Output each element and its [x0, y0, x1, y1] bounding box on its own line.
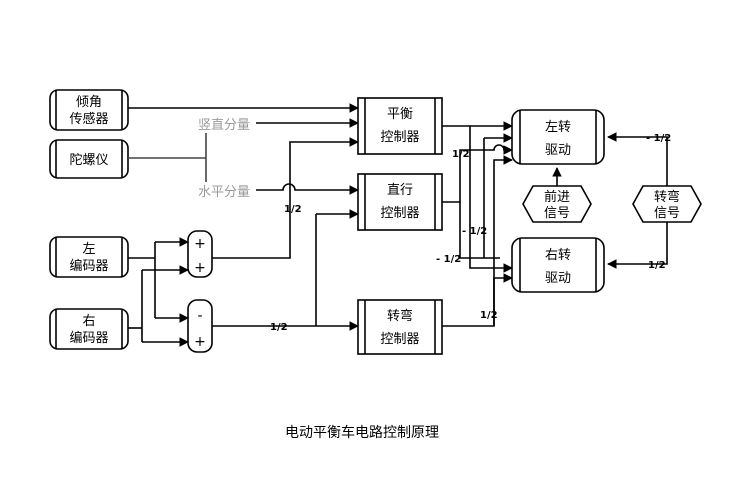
- gain-half-5: 1/2: [648, 260, 666, 271]
- turn-controller: 转弯 控制器: [357, 299, 443, 355]
- gyro-sensor: 陀螺仪: [49, 139, 129, 179]
- turn-controller-label-2: 控制器: [380, 332, 419, 347]
- gain-neg-half-2: - 1/2: [436, 254, 461, 265]
- tilt-sensor-label-1: 倾角: [76, 95, 102, 110]
- straight-controller-label-1: 直行: [387, 183, 413, 198]
- left-encoder-label-2: 编码器: [69, 259, 108, 274]
- gain-half-1: 1/2: [284, 204, 302, 215]
- adder-top-plus-2: +: [194, 260, 206, 276]
- gyro-label: 陀螺仪: [69, 152, 108, 168]
- right-encoder-label-1: 右: [82, 314, 95, 329]
- tilt-sensor-label-2: 传感器: [69, 111, 108, 127]
- gain-half-4: 1/2: [480, 310, 498, 321]
- straight-controller-label-2: 控制器: [380, 206, 419, 221]
- turn-signal: 转弯 信号: [632, 185, 702, 223]
- balance-controller: 平衡 控制器: [357, 97, 443, 155]
- gain-neg-half-3: - 1/2: [646, 133, 671, 144]
- balance-controller-label-2: 控制器: [380, 130, 419, 145]
- diagram-caption: 电动平衡车电路控制原理: [285, 424, 439, 441]
- balance-controller-label-1: 平衡: [387, 107, 413, 122]
- adder-bottom-plus: +: [194, 334, 206, 350]
- left-encoder-label-1: 左: [82, 242, 95, 257]
- adder-bottom: - +: [187, 299, 213, 353]
- turn-controller-label-1: 转弯: [387, 308, 413, 324]
- gain-half-3: 1/2: [452, 149, 470, 160]
- right-encoder: 右 编码器: [49, 308, 129, 350]
- left-drive-label-2: 驱动: [545, 143, 571, 158]
- turn-signal-label-2: 信号: [654, 206, 680, 221]
- adder-top: + +: [187, 230, 213, 278]
- left-drive-label-1: 左转: [545, 120, 571, 135]
- right-drive-label-2: 驱动: [545, 271, 571, 286]
- adder-top-plus-1: +: [194, 236, 206, 252]
- forward-signal: 前进 信号: [522, 185, 592, 223]
- left-encoder: 左 编码器: [49, 236, 129, 278]
- right-drive: 右转 驱动: [511, 237, 605, 293]
- gain-neg-half-1: - 1/2: [462, 226, 487, 237]
- left-drive: 左转 驱动: [511, 109, 605, 165]
- vertical-component-label: 竖直分量: [198, 118, 250, 133]
- turn-signal-label-1: 转弯: [654, 189, 680, 205]
- straight-controller: 直行 控制器: [357, 173, 443, 231]
- tilt-sensor: 倾角 传感器: [49, 89, 129, 131]
- forward-signal-label-1: 前进: [544, 189, 570, 205]
- adder-bottom-minus: -: [197, 308, 202, 324]
- right-drive-label-1: 右转: [545, 248, 571, 263]
- right-encoder-label-2: 编码器: [69, 331, 108, 346]
- gain-half-2: 1/2: [270, 322, 288, 333]
- forward-signal-label-2: 信号: [544, 206, 570, 221]
- component-split: 竖直分量 水平分量: [128, 118, 250, 200]
- horizontal-component-label: 水平分量: [198, 185, 250, 200]
